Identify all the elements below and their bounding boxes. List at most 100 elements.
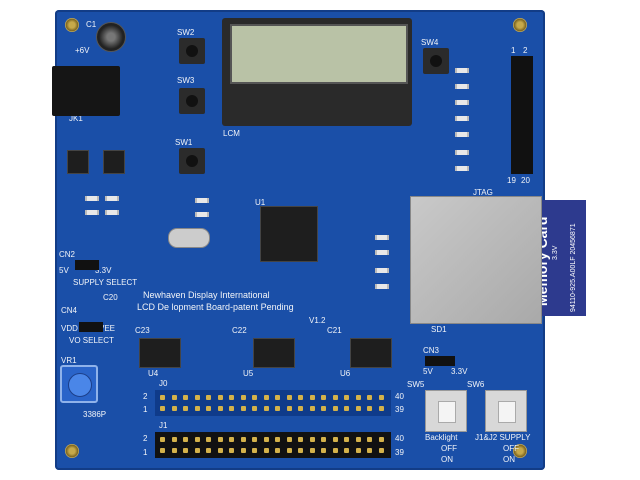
jumper-cn2[interactable] xyxy=(75,260,99,270)
label-cn3: CN3 xyxy=(423,346,440,355)
header-pin xyxy=(378,395,384,400)
label-sw6: SW6 xyxy=(467,380,485,389)
header-pin xyxy=(252,395,257,400)
smd-part xyxy=(455,132,469,137)
header-pin xyxy=(355,448,361,453)
label-j1: J1 xyxy=(159,421,168,430)
header-pin xyxy=(321,406,326,411)
supply-switch[interactable] xyxy=(485,390,527,432)
label-6v: +6V xyxy=(75,46,90,55)
push-button-sw3[interactable] xyxy=(179,88,205,114)
label-c22: C22 xyxy=(232,326,247,335)
header-pin xyxy=(160,406,165,411)
label-vo-select: VO SELECT xyxy=(69,336,114,345)
header-pin xyxy=(378,437,384,442)
header-pin xyxy=(367,437,372,442)
chip-u5 xyxy=(253,338,295,368)
push-button-sw4[interactable] xyxy=(423,48,449,74)
label-cn3-5v: 5V xyxy=(423,367,433,376)
header-pin xyxy=(344,406,349,411)
label-sw4: SW4 xyxy=(421,38,439,47)
label-jtag: JTAG xyxy=(473,188,493,197)
header-pin xyxy=(183,406,188,411)
label-j0-pin2: 2 xyxy=(143,392,148,401)
label-vdd: VDD xyxy=(61,324,78,333)
label-u4: U4 xyxy=(148,369,159,378)
header-pin xyxy=(252,448,257,453)
label-pin19: 19 xyxy=(507,176,516,185)
label-j1-pin40: 40 xyxy=(395,434,404,443)
header-pin xyxy=(298,448,303,453)
label-c21: C21 xyxy=(327,326,342,335)
header-pin xyxy=(286,406,292,411)
label-vee: VEE xyxy=(99,324,116,333)
header-pin xyxy=(160,395,165,400)
push-button-sw2[interactable] xyxy=(179,38,205,64)
smd-part xyxy=(455,68,469,73)
silkscreen-title-2: LCD De lopment Board-patent Pending xyxy=(137,302,294,312)
header-pin xyxy=(206,448,211,453)
microcontroller-u1 xyxy=(260,206,318,262)
regulator xyxy=(103,150,125,174)
label-u1: U1 xyxy=(255,198,266,207)
header-pin xyxy=(183,448,188,453)
header-pin xyxy=(309,448,315,453)
jumper-cn3[interactable] xyxy=(425,356,455,366)
regulator xyxy=(67,150,89,174)
header-pin xyxy=(344,437,349,442)
header-pin xyxy=(298,406,303,411)
header-pin xyxy=(252,437,257,442)
capacitor-c1 xyxy=(96,22,126,52)
mount-hole xyxy=(513,444,527,458)
sd-card-socket[interactable] xyxy=(410,196,542,324)
label-j0: J0 xyxy=(159,379,168,388)
header-pin xyxy=(298,395,303,400)
header-pin xyxy=(332,448,338,453)
label-cn2: CN2 xyxy=(59,250,76,259)
label-backlight: Backlight xyxy=(425,433,458,442)
header-pin xyxy=(240,437,246,442)
header-pin xyxy=(229,437,234,442)
header-pin xyxy=(171,395,177,400)
jumper-cn4[interactable] xyxy=(79,322,103,332)
header-pin xyxy=(160,448,165,453)
header-pin xyxy=(252,406,257,411)
backlight-switch[interactable] xyxy=(425,390,467,432)
label-sw2: SW2 xyxy=(177,28,195,37)
header-pin xyxy=(378,406,384,411)
label-cn3-33v: 3.3V xyxy=(451,367,468,376)
label-c20: C20 xyxy=(103,293,118,302)
memory-card-part: 94110-925.A00LF 20456871 xyxy=(570,223,577,312)
push-button-sw1[interactable] xyxy=(179,148,205,174)
label-cn4: CN4 xyxy=(61,306,78,315)
header-pin xyxy=(286,448,292,453)
header-pin xyxy=(194,406,200,411)
label-j1j2-supply: J1&J2 SUPPLY xyxy=(475,433,531,442)
smd-part xyxy=(105,196,119,201)
header-pin xyxy=(206,406,211,411)
potentiometer-vr1[interactable] xyxy=(60,365,98,403)
label-on: ON xyxy=(441,455,453,464)
mount-hole xyxy=(65,444,79,458)
label-pin20: 20 xyxy=(521,176,530,185)
silkscreen-title-1: Newhaven Display International xyxy=(143,290,270,300)
label-supply-select: SUPPLY SELECT xyxy=(73,278,138,287)
label-j1-pin39: 39 xyxy=(395,448,404,457)
header-j0 xyxy=(155,390,391,416)
header-pin xyxy=(321,395,326,400)
label-j1-pin1: 1 xyxy=(143,448,148,457)
label-c1: C1 xyxy=(86,20,97,29)
label-j1-pin2: 2 xyxy=(143,434,148,443)
mount-hole xyxy=(65,18,79,32)
header-pin xyxy=(171,448,177,453)
header-pin xyxy=(217,448,223,453)
header-pin xyxy=(229,406,234,411)
label-jk1: JK1 xyxy=(69,114,83,123)
header-pin xyxy=(240,395,246,400)
header-pin xyxy=(275,406,280,411)
header-pin xyxy=(263,437,269,442)
smd-part xyxy=(375,284,389,289)
power-jack xyxy=(52,66,120,116)
header-pin xyxy=(263,395,269,400)
header-pin xyxy=(344,395,349,400)
